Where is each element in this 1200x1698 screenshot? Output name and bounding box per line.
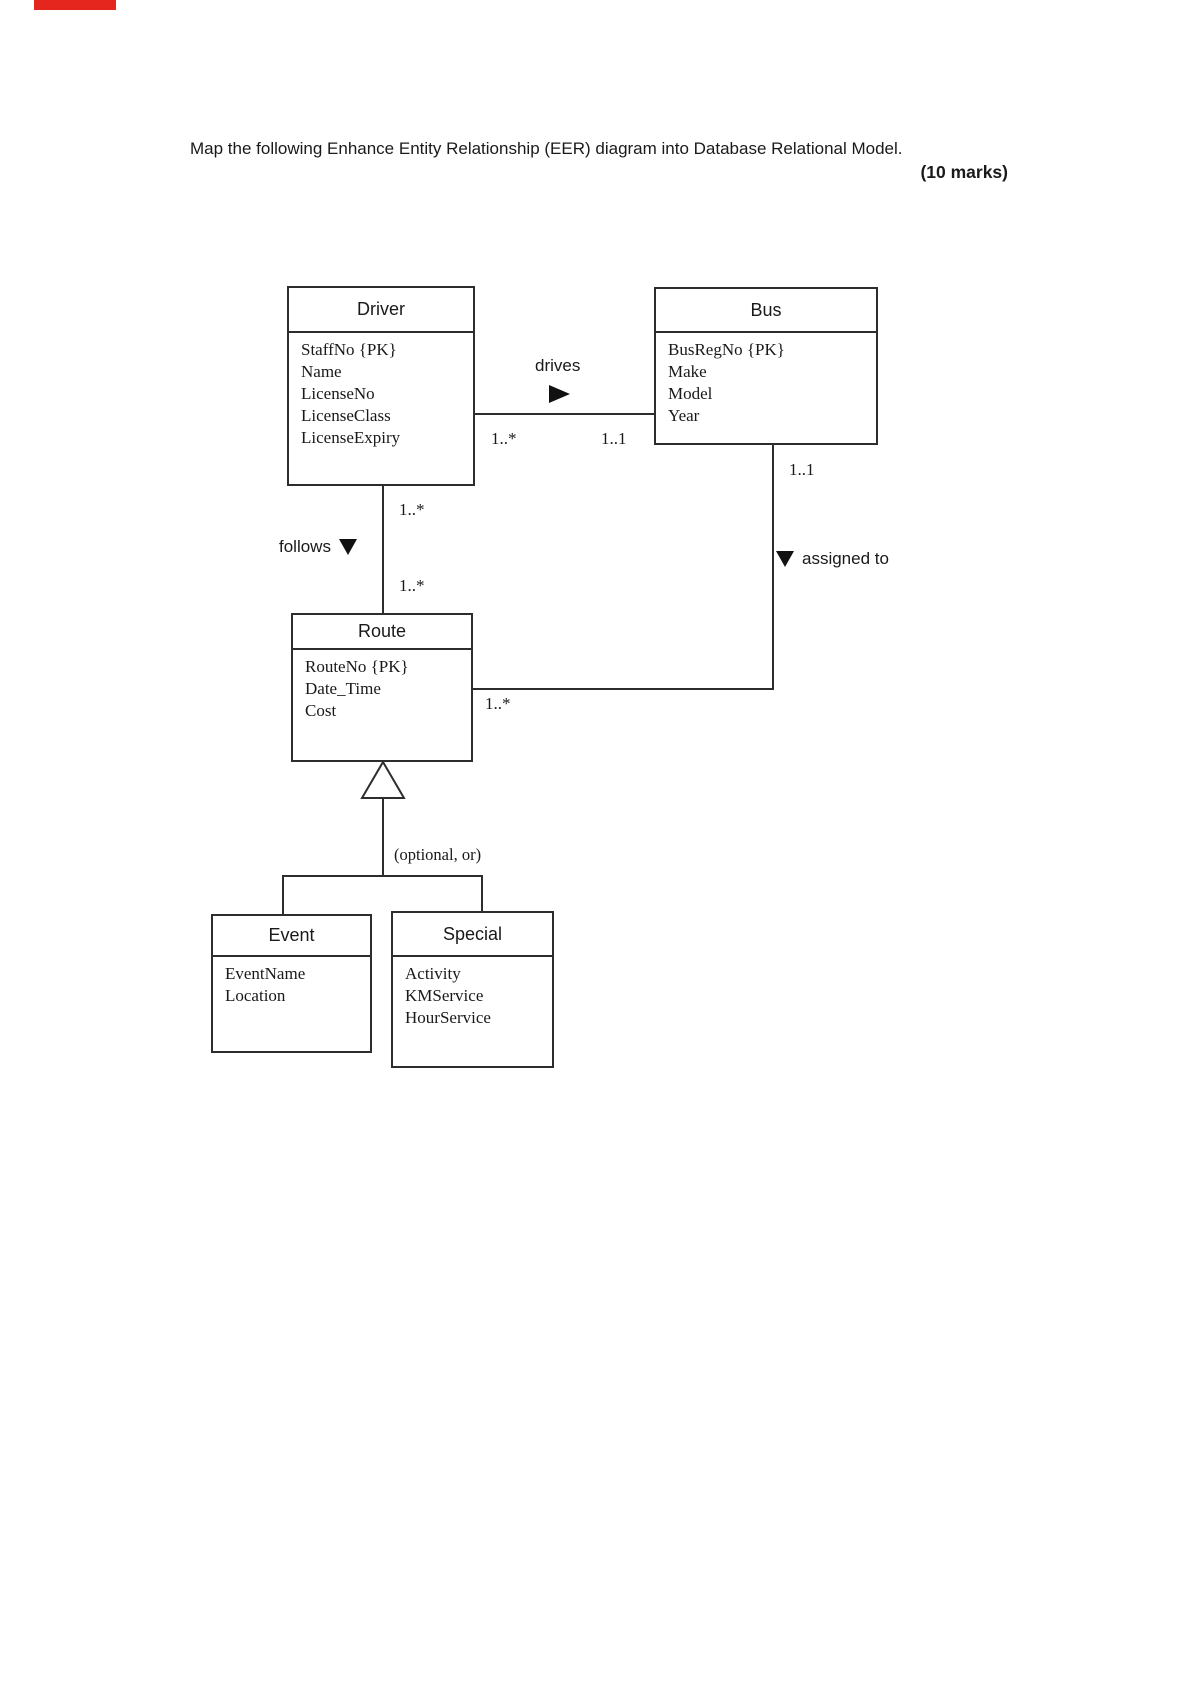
attribute: LicenseClass — [301, 406, 391, 425]
attribute: Activity — [405, 964, 461, 983]
branch-line-event — [282, 875, 284, 914]
attribute: Make — [668, 362, 707, 381]
entity-driver-title: Driver — [289, 288, 473, 333]
entity-bus-title: Bus — [656, 289, 876, 333]
drives-direction-icon — [549, 385, 570, 403]
attribute: RouteNo {PK} — [305, 657, 409, 676]
generalization-branch-line — [282, 875, 483, 877]
red-marker — [34, 0, 116, 10]
branch-line-special — [481, 875, 483, 911]
attribute: Model — [668, 384, 713, 403]
cardinality-assigned-route: 1..* — [485, 694, 511, 713]
cardinality-drives-bus: 1..1 — [601, 429, 627, 448]
entity-special-attributes: Activity KMService HourService — [393, 957, 552, 1029]
entity-driver: Driver StaffNo {PK} Name LicenseNo Licen… — [287, 286, 475, 486]
entity-special-title: Special — [393, 913, 552, 957]
assigned-to-label: assigned to — [802, 549, 889, 568]
marks-label: (10 marks) — [920, 162, 1008, 182]
entity-route: Route RouteNo {PK} Date_Time Cost — [291, 613, 473, 762]
follows-line — [382, 486, 384, 613]
question-text: Map the following Enhance Entity Relatio… — [190, 139, 903, 158]
attribute: KMService — [405, 986, 484, 1005]
assigned-to-line-horizontal — [473, 688, 774, 690]
attribute: Name — [301, 362, 342, 381]
follows-label: follows — [279, 537, 331, 556]
entity-event: Event EventName Location — [211, 914, 372, 1053]
cardinality-follows-route: 1..* — [399, 576, 425, 595]
generalization-triangle-icon — [360, 760, 406, 799]
cardinality-assigned-bus: 1..1 — [789, 460, 815, 479]
generalization-constraint-label: (optional, or) — [394, 845, 482, 864]
drives-line — [473, 413, 654, 415]
assigned-to-direction-icon — [776, 551, 794, 567]
entity-special: Special Activity KMService HourService — [391, 911, 554, 1068]
attribute: EventName — [225, 964, 306, 983]
entity-driver-attributes: StaffNo {PK} Name LicenseNo LicenseClass… — [289, 333, 473, 449]
attribute: BusRegNo {PK} — [668, 340, 785, 359]
entity-bus-attributes: BusRegNo {PK} Make Model Year — [656, 333, 876, 427]
attribute: HourService — [405, 1008, 491, 1027]
attribute: Cost — [305, 701, 337, 720]
attribute: Year — [668, 406, 700, 425]
attribute: LicenseNo — [301, 384, 375, 403]
attribute: LicenseExpiry — [301, 428, 401, 447]
attribute: Location — [225, 986, 286, 1005]
assigned-to-line-vertical — [772, 445, 774, 690]
entity-route-attributes: RouteNo {PK} Date_Time Cost — [293, 650, 471, 722]
attribute: Date_Time — [305, 679, 381, 698]
entity-bus: Bus BusRegNo {PK} Make Model Year — [654, 287, 878, 445]
entity-event-title: Event — [213, 916, 370, 957]
assigned-to-label-group: assigned to — [776, 549, 889, 569]
entity-event-attributes: EventName Location — [213, 957, 370, 1007]
cardinality-drives-driver: 1..* — [491, 429, 517, 448]
cardinality-follows-driver: 1..* — [399, 500, 425, 519]
generalization-stem-line — [382, 798, 384, 877]
attribute: StaffNo {PK} — [301, 340, 397, 359]
follows-direction-icon — [338, 539, 357, 555]
follows-label-group: follows — [279, 537, 357, 557]
entity-route-title: Route — [293, 615, 471, 650]
drives-label: drives — [535, 356, 581, 375]
